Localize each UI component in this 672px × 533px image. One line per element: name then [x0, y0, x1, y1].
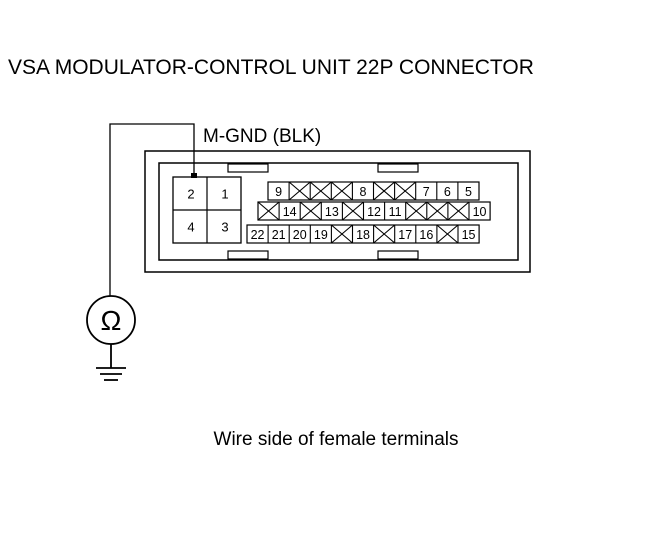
probe-contact: [191, 173, 197, 178]
pin-22: 22: [251, 228, 265, 242]
pin-14: 14: [283, 205, 297, 219]
pin-16: 16: [419, 228, 433, 242]
unused-pin-cross: [331, 224, 353, 244]
pin-12: 12: [367, 205, 381, 219]
pin-15: 15: [462, 228, 476, 242]
unused-pin-cross: [373, 181, 395, 201]
ground-icon: [96, 344, 126, 381]
unused-pin-cross: [436, 224, 459, 244]
large-pin-block: 2 1 4 3: [172, 176, 242, 244]
large-pin-1: 1: [221, 187, 228, 202]
pin-6: 6: [444, 185, 451, 199]
wire-label: M-GND (BLK): [203, 126, 321, 147]
unused-pin-cross: [309, 181, 332, 201]
unused-pin-cross: [394, 181, 417, 201]
pin-10: 10: [473, 205, 487, 219]
pin-11: 11: [389, 205, 402, 219]
large-pin-3: 3: [221, 220, 228, 235]
pin-17: 17: [398, 228, 412, 242]
large-pin-2: 2: [187, 187, 194, 202]
pin-row-2: 14 13 12 11 10: [257, 201, 491, 221]
pin-18: 18: [356, 228, 370, 242]
pin-5: 5: [465, 185, 472, 199]
large-pin-4: 4: [187, 220, 194, 235]
unused-pin-cross: [373, 224, 396, 244]
unused-pin-cross: [342, 201, 364, 221]
pin-20: 20: [293, 228, 307, 242]
pin-row-3: 22 21 20 19 18 17 16 15: [246, 224, 480, 244]
probe-wire: [109, 123, 195, 296]
unused-pin-cross: [447, 201, 470, 221]
caption: Wire side of female terminals: [214, 429, 459, 450]
ohmmeter-icon: Ω: [86, 295, 136, 345]
pin-9: 9: [275, 185, 282, 199]
diagram-title: VSA MODULATOR-CONTROL UNIT 22P CONNECTOR: [8, 56, 534, 79]
unused-pin-cross: [299, 201, 322, 221]
ohm-symbol: Ω: [101, 305, 122, 336]
unused-pin-cross: [257, 201, 280, 221]
pin-19: 19: [314, 228, 328, 242]
pin-8: 8: [359, 185, 366, 199]
unused-pin-cross: [288, 181, 311, 201]
pin-21: 21: [272, 228, 286, 242]
unused-pin-cross: [330, 181, 353, 201]
unused-pin-cross: [405, 201, 428, 221]
pin-7: 7: [423, 185, 430, 199]
unused-pin-cross: [426, 201, 449, 221]
connector-housing: [144, 150, 531, 273]
pin-13: 13: [325, 205, 339, 219]
